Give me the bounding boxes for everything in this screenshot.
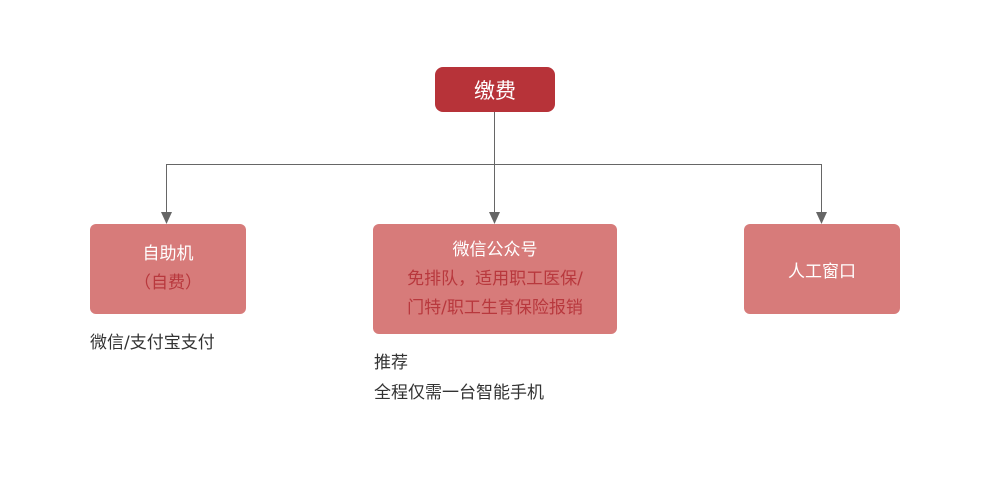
- node-title: 自助机: [142, 244, 194, 264]
- node-subtitle: （自费）: [134, 273, 202, 293]
- root-node-payment: 缴费: [435, 67, 555, 112]
- node-subtitle-line: 门特/职工生育保险报销: [407, 297, 583, 318]
- note-line: 推荐: [374, 353, 408, 373]
- node-kiosk: 自助机 （自费）: [90, 224, 246, 314]
- node-title: 人工窗口: [788, 261, 856, 282]
- note-line: 全程仅需一台智能手机: [374, 383, 544, 403]
- node-subtitle-line: 免排队，适用职工医保/: [407, 268, 583, 289]
- arrow-head: [489, 212, 500, 224]
- note-line: 微信/支付宝支付: [90, 333, 215, 353]
- note-wechat: 推荐 全程仅需一台智能手机: [374, 348, 544, 408]
- node-wechat-official-account: 微信公众号 免排队，适用职工医保/ 门特/职工生育保险报销: [373, 224, 617, 334]
- node-manual-window: 人工窗口: [744, 224, 900, 314]
- arrow-head: [816, 212, 827, 224]
- root-label: 缴费: [474, 78, 516, 103]
- note-kiosk: 微信/支付宝支付: [90, 328, 215, 358]
- arrow-head: [161, 212, 172, 224]
- node-title: 微信公众号: [452, 239, 538, 260]
